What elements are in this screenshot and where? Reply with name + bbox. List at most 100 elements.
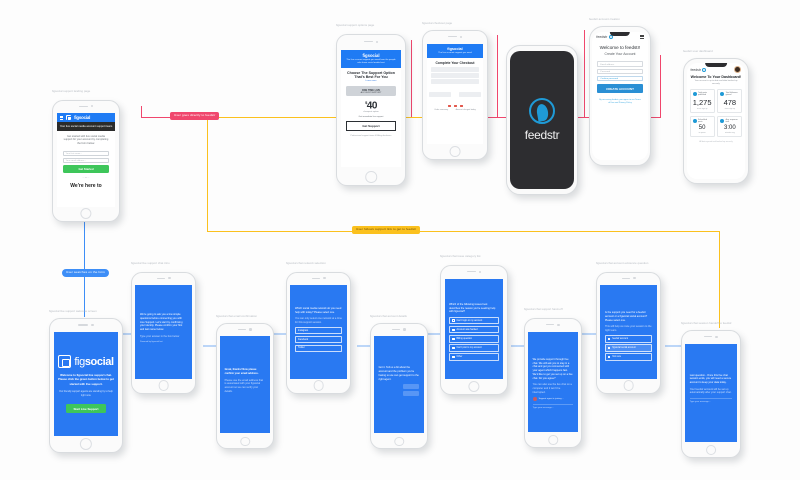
message-composer[interactable]: Type your message… [532, 404, 574, 409]
home-button[interactable] [706, 445, 716, 455]
connector-step-4 [357, 345, 373, 347]
learn-more-link[interactable]: Learn more [365, 80, 377, 83]
email-input[interactable]: Your email address... [62, 157, 110, 163]
phone-bot-step-4: Got it. Tell us a bit about the account … [370, 323, 428, 449]
home-button[interactable] [623, 380, 634, 392]
screen-dashboard: feedstr Welcome To Your Dashboard! Your … [686, 63, 746, 179]
phone-speaker [682, 331, 740, 342]
signup-title: Welcome to feedstr! [599, 45, 641, 51]
brand-wordmark: figsocial [74, 355, 114, 368]
phone-bot-step-1: We're going to ask you a few simple ques… [131, 272, 196, 394]
email-input[interactable] [430, 73, 480, 78]
phone-speaker [597, 273, 660, 284]
checkbox-icon [452, 356, 455, 359]
confirm-password-field[interactable]: Confirm password [597, 76, 643, 82]
price-note: Get immediate live support [358, 116, 384, 119]
home-button[interactable] [80, 207, 92, 220]
stat-card[interactable]: Total posts published 1,275 since sign u… [689, 88, 715, 114]
fine-print: Professional support items & Billing dis… [350, 135, 392, 138]
screen-checkout: figsocial The live account support you n… [426, 43, 484, 144]
phone-bot-step-6: We provide support through live chat. We… [524, 318, 582, 448]
chat-thread: We're going to ask you a few simple ques… [135, 285, 191, 352]
stat-card[interactable]: Scheduled posts 50 in queue [689, 115, 715, 138]
fullname-input[interactable] [430, 67, 480, 72]
stat-icon [692, 118, 697, 123]
checkbox-icon [452, 328, 455, 331]
option-account-hacked[interactable]: Account was hacked [449, 325, 499, 334]
option-other[interactable]: Other [449, 353, 499, 361]
create-account-button[interactable]: CREATE ACCOUNT [597, 83, 643, 94]
email-field[interactable]: Email address [597, 61, 643, 67]
brand-wordmark: feedstr [691, 67, 707, 72]
phone-checkout: figsocial The live account support you n… [422, 30, 488, 160]
message-composer[interactable]: Type your message… [689, 398, 733, 403]
menu-icon[interactable] [639, 34, 644, 39]
home-button[interactable] [449, 146, 461, 157]
screen-bot-step-2: Great, thanks! Now please confirm your e… [220, 336, 270, 434]
stat-card[interactable]: Total followers gained 478 since sign up [717, 88, 743, 114]
plan-card[interactable]: ONE TIME LIVE ACCOUNT SUPPORT [345, 86, 397, 97]
screen-bot-step-5: Which of the following issues best descr… [444, 278, 504, 379]
password-field[interactable]: Password [597, 68, 643, 75]
option-figsocial-account[interactable]: figsocial social account [604, 344, 653, 352]
plan-kind: ACCOUNT SUPPORT [360, 91, 382, 94]
option-cant-post[interactable]: Can't post to my account [449, 344, 499, 352]
caption-bot-step-2: figsocial chat email confirmation [216, 314, 257, 318]
start-live-support-button[interactable]: Start Live Support [66, 404, 106, 414]
connector-yellow-down [207, 117, 208, 231]
option-feedstr-account[interactable]: feedstr account [604, 335, 653, 343]
phone-speaker [337, 35, 405, 49]
feedstr-logo-icon [702, 67, 707, 72]
checkout-header: figsocial The live account support you n… [426, 43, 484, 58]
stat-value: 3:00 [724, 125, 736, 132]
option-billing-question[interactable]: Billing question [449, 335, 499, 343]
home-button[interactable] [79, 437, 93, 450]
user-replies [379, 384, 420, 396]
checkbox-icon [452, 337, 455, 341]
option-facebook[interactable]: Facebook [294, 336, 343, 344]
brand-wordmark: feedstr [596, 35, 613, 40]
connector-step-1 [120, 333, 134, 335]
phone-bot-step-3: Which social media network do you need h… [286, 272, 351, 394]
connector-pink-stub-b [497, 35, 498, 118]
option-instagram[interactable]: Instagram [294, 327, 343, 335]
connector-pink-stub-left [141, 106, 142, 118]
menu-icon[interactable] [59, 115, 64, 120]
home-button[interactable] [365, 171, 377, 183]
get-support-button[interactable]: Get Support [345, 121, 397, 132]
home-button[interactable] [394, 436, 404, 447]
amount-charged-label: Amount charged today [455, 109, 476, 111]
first-name-input[interactable]: Your first name... [62, 151, 110, 157]
connector-step-3 [272, 333, 288, 335]
amex-icon [459, 105, 463, 107]
option-not-sure[interactable]: Not sure [604, 353, 653, 361]
bot-message: We provide support through live chat. We… [532, 357, 573, 380]
screen-bot-step-6: We provide support through live chat. We… [528, 331, 578, 432]
home-button[interactable] [313, 380, 324, 392]
card-number-input[interactable] [429, 92, 451, 97]
home-button[interactable] [468, 380, 480, 392]
option-cant-login[interactable]: Can't login to my account [449, 316, 499, 325]
phone-bot-step-8: Last question - Once this live chat sess… [681, 330, 741, 458]
stat-icon [720, 118, 725, 123]
chat-thread: Is the support you need for a feedstr ac… [600, 285, 656, 368]
avatar[interactable] [734, 66, 742, 74]
connector-step-7 [580, 333, 596, 335]
stat-label: Scheduled posts [697, 118, 707, 123]
home-button[interactable] [548, 435, 558, 445]
brand-wordmark: figsocial [362, 53, 380, 58]
phone-notch [530, 51, 554, 56]
feedstr-app-bar: feedstr [592, 32, 647, 42]
address-input[interactable] [430, 79, 480, 84]
get-started-button[interactable]: Get Started [62, 165, 110, 174]
figsocial-logo-icon [66, 115, 72, 121]
card-expiry-input[interactable] [459, 92, 481, 97]
phone-feedstr-splash: feedstr [506, 45, 578, 195]
flow-label-yellow: User follows support link to get to feed… [352, 226, 421, 234]
home-button[interactable] [240, 436, 250, 447]
caption-feedstr-signup: feedstr account creation [589, 17, 620, 21]
stat-card[interactable]: Avg. response time 3:00 minutes avg [717, 115, 743, 138]
bot-message: Is the support you need for a feedstr ac… [604, 311, 648, 322]
option-twitter[interactable]: Twitter [294, 344, 343, 352]
home-button[interactable] [158, 380, 169, 392]
